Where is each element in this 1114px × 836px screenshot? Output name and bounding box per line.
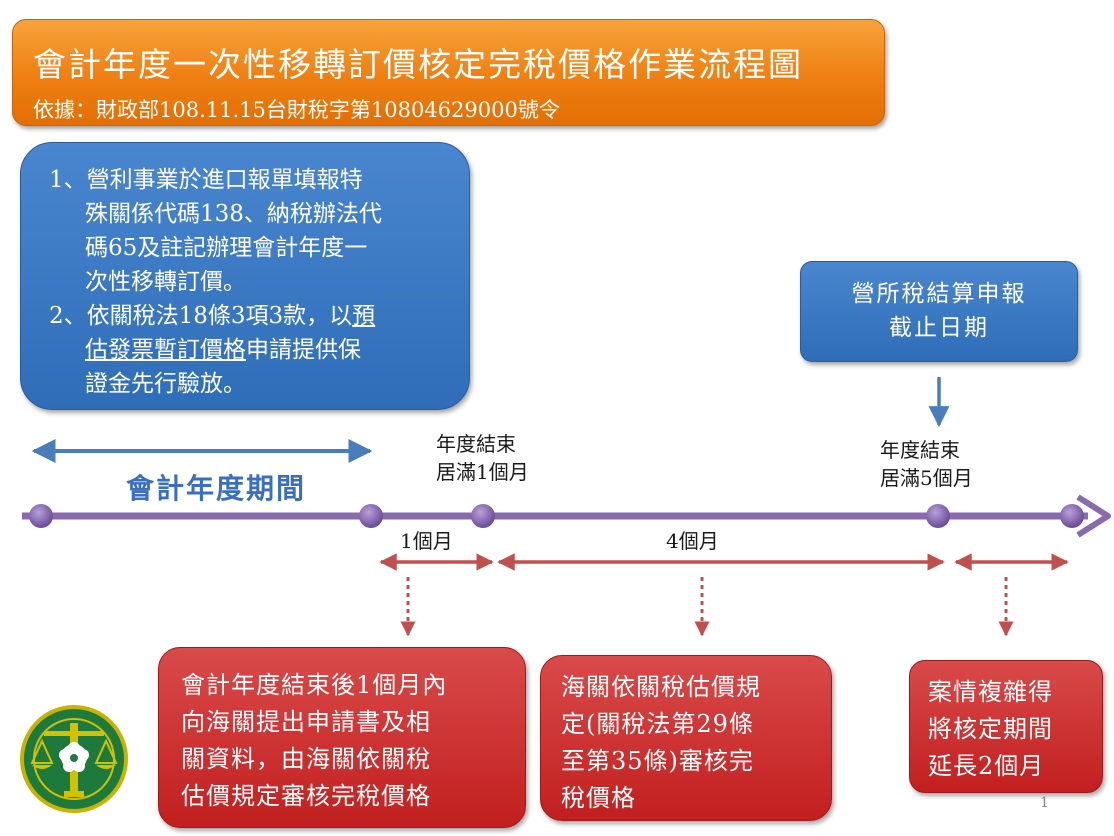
requirement-1-line: 殊關係代碼138、納稅辦法代 <box>85 201 382 227</box>
step-box-extension: 案情複雜得 將核定期間 延長2個月 <box>909 660 1103 793</box>
requirement-item-1: 1、營利事業於進口報單填報特 殊關係代碼138、納稅辦法代 碼65及註記辦理會計… <box>49 163 459 299</box>
step-line: 會計年度結束後1個月內 <box>181 671 448 699</box>
timeline-dot <box>29 504 53 528</box>
step-line: 延長2個月 <box>928 752 1045 780</box>
requirement-1-line: 1、營利事業於進口報單填報特 <box>49 167 363 193</box>
step-line: 稅價格 <box>561 784 636 812</box>
requirement-1-line: 碼65及註記辦理會計年度一 <box>85 235 368 261</box>
timeline-dot <box>926 504 950 528</box>
timeline-arrowhead <box>1076 494 1111 538</box>
requirements-box: 1、營利事業於進口報單填報特 殊關係代碼138、納稅辦法代 碼65及註記辦理會計… <box>20 142 470 410</box>
step-line: 將核定期間 <box>928 715 1053 743</box>
step-line: 向海關提出申請書及相 <box>181 708 431 736</box>
fiscal-period-label: 會計年度期間 <box>126 472 307 505</box>
underlined-text: 預 <box>352 303 376 329</box>
milestone-1-label: 年度結束 居滿1個月 <box>436 432 529 484</box>
requirement-1-line: 次性移轉訂價。 <box>85 269 246 295</box>
timeline-dot <box>471 504 495 528</box>
milestone-2-label: 年度結束 居滿5個月 <box>880 438 973 490</box>
title-banner: 會計年度一次性移轉訂價核定完稅價格作業流程圖 依據：財政部108.11.15台財… <box>12 19 885 126</box>
requirement-2-line: 估發票暫訂價格申請提供保 <box>85 337 361 363</box>
step-line: 關資料，由海關依關稅 <box>181 745 431 773</box>
step-line: 定(關稅法第29條 <box>561 710 754 738</box>
step-line: 海關依關稅估價規 <box>561 673 761 701</box>
span-1-label: 1個月 <box>400 529 453 553</box>
timeline-dot <box>1060 504 1084 528</box>
deadline-line: 截止日期 <box>889 315 989 341</box>
requirement-item-2: 2、依關稅法18條3項3款，以預 估發票暫訂價格申請提供保 證金先行驗放。 <box>49 299 459 401</box>
diagram-title: 會計年度一次性移轉訂價核定完稅價格作業流程圖 <box>33 45 803 84</box>
customs-logo <box>12 701 137 817</box>
underlined-text: 估發票暫訂價格 <box>85 337 246 363</box>
step-box-review: 海關依關稅估價規 定(關稅法第29條 至第35條)審核完 稅價格 <box>540 655 832 821</box>
span-2-label: 4個月 <box>666 529 719 553</box>
customs-emblem-icon <box>20 705 128 813</box>
step-line: 估價規定審核完稅價格 <box>181 782 431 810</box>
tax-filing-deadline-box: 營所稅結算申報 截止日期 <box>800 261 1078 362</box>
legal-basis: 依據：財政部108.11.15台財稅字第10804629000號令 <box>33 98 560 122</box>
step-line: 案情複雜得 <box>928 678 1053 706</box>
step-line: 至第35條)審核完 <box>561 747 754 775</box>
timeline-dot <box>359 504 383 528</box>
deadline-line: 營所稅結算申報 <box>851 281 1027 307</box>
step-box-apply: 會計年度結束後1個月內 向海關提出申請書及相 關資料，由海關依關稅 估價規定審核… <box>158 647 526 828</box>
page-number: 1 <box>1040 795 1049 811</box>
requirement-2-line: 2、依關稅法18條3項3款，以預 <box>49 303 376 329</box>
requirement-2-line: 證金先行驗放。 <box>85 371 246 397</box>
